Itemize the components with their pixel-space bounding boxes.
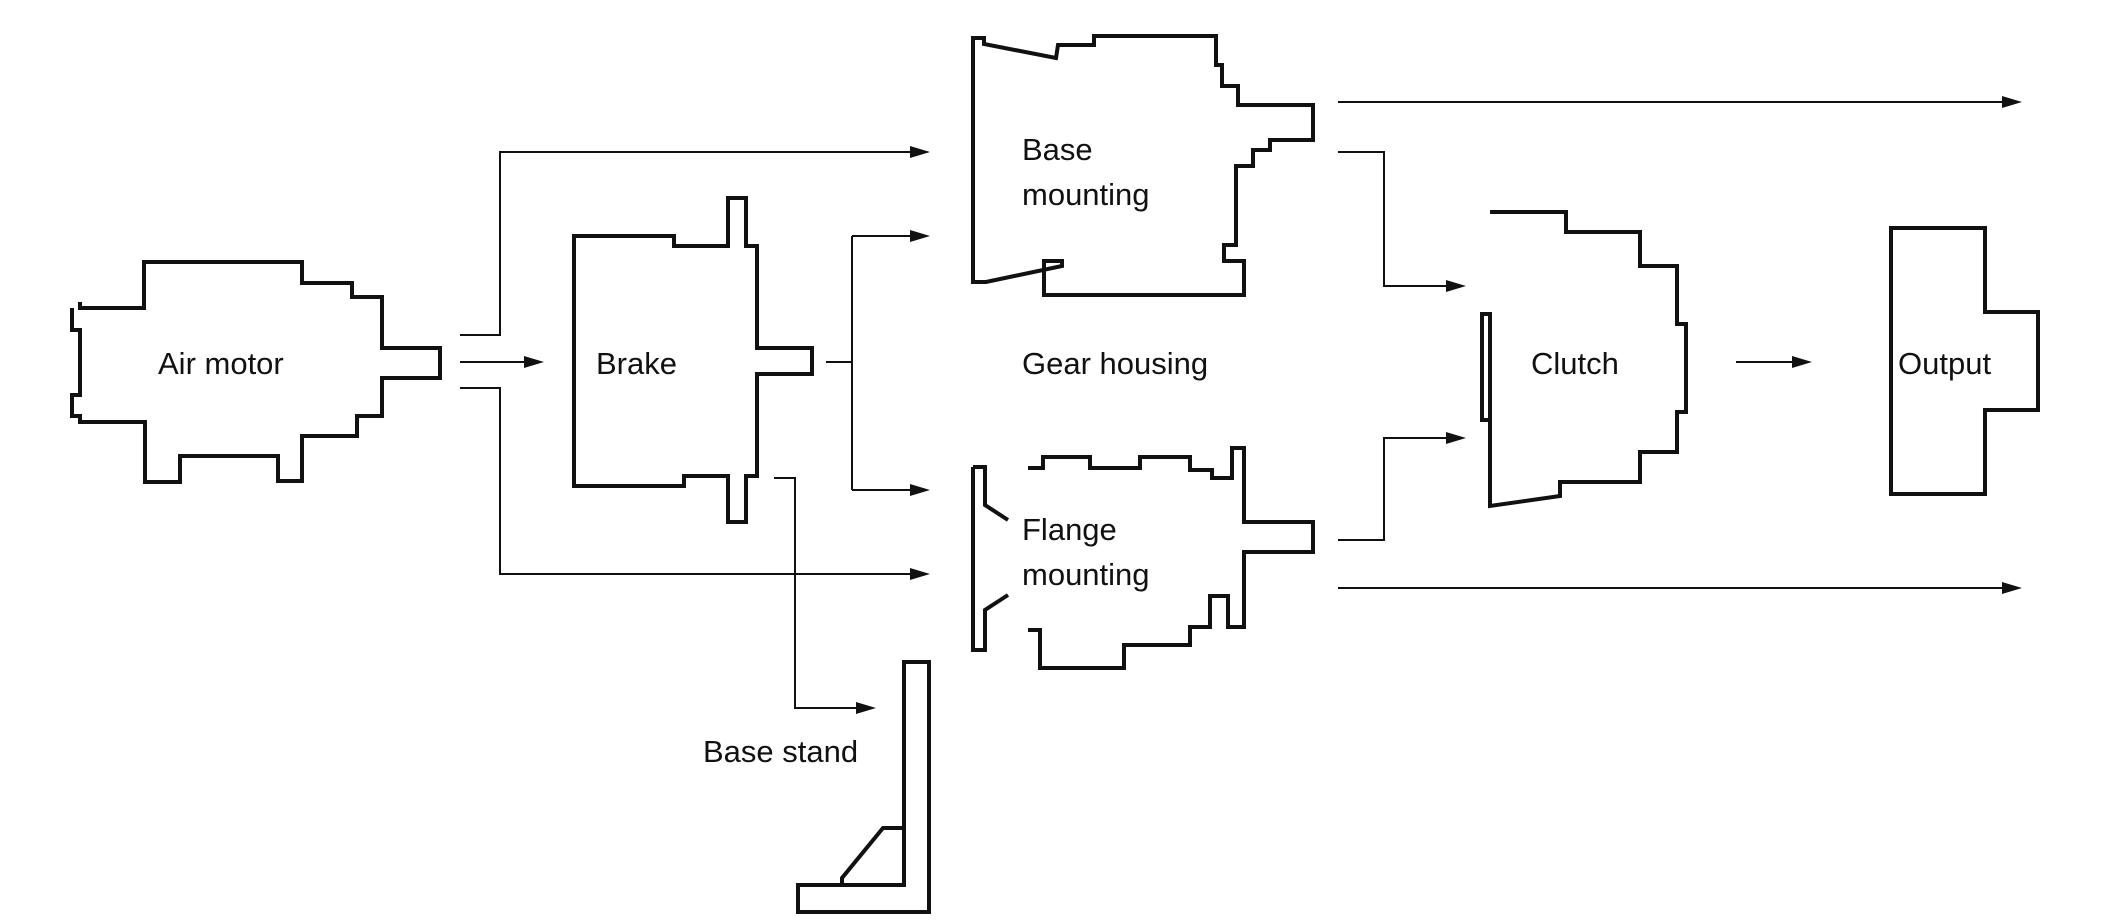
air-motor-shape [70,260,442,484]
flow-air-motor-to-base-mounting [460,151,918,336]
clutch-label: Clutch [1531,346,1619,381]
flow-brake-to-base-stand [774,477,862,709]
flow-lines [460,96,2022,714]
output-shape [1889,226,2040,496]
flow-flange-mounting-to-clutch [1338,437,1452,541]
base-stand-label: Base stand [703,734,859,769]
brake-label: Brake [596,346,677,381]
flange-mounting-shape [971,446,1315,670]
base-mounting-shape [971,34,1315,297]
air-motor-label: Air motor [158,346,284,381]
brake-shape [572,196,814,524]
clutch-shape [1480,210,1688,509]
gear-housing-label: Gear housing [1022,346,1209,381]
base-mounting-label: Base mounting [1022,132,1150,212]
base-stand-shape [796,660,931,914]
flange-mounting-label: Flange mounting [1022,512,1150,592]
flow-base-mounting-to-clutch [1338,151,1452,287]
output-label: Output [1898,346,1992,381]
flow-air-motor-to-flange-mounting [460,387,918,575]
